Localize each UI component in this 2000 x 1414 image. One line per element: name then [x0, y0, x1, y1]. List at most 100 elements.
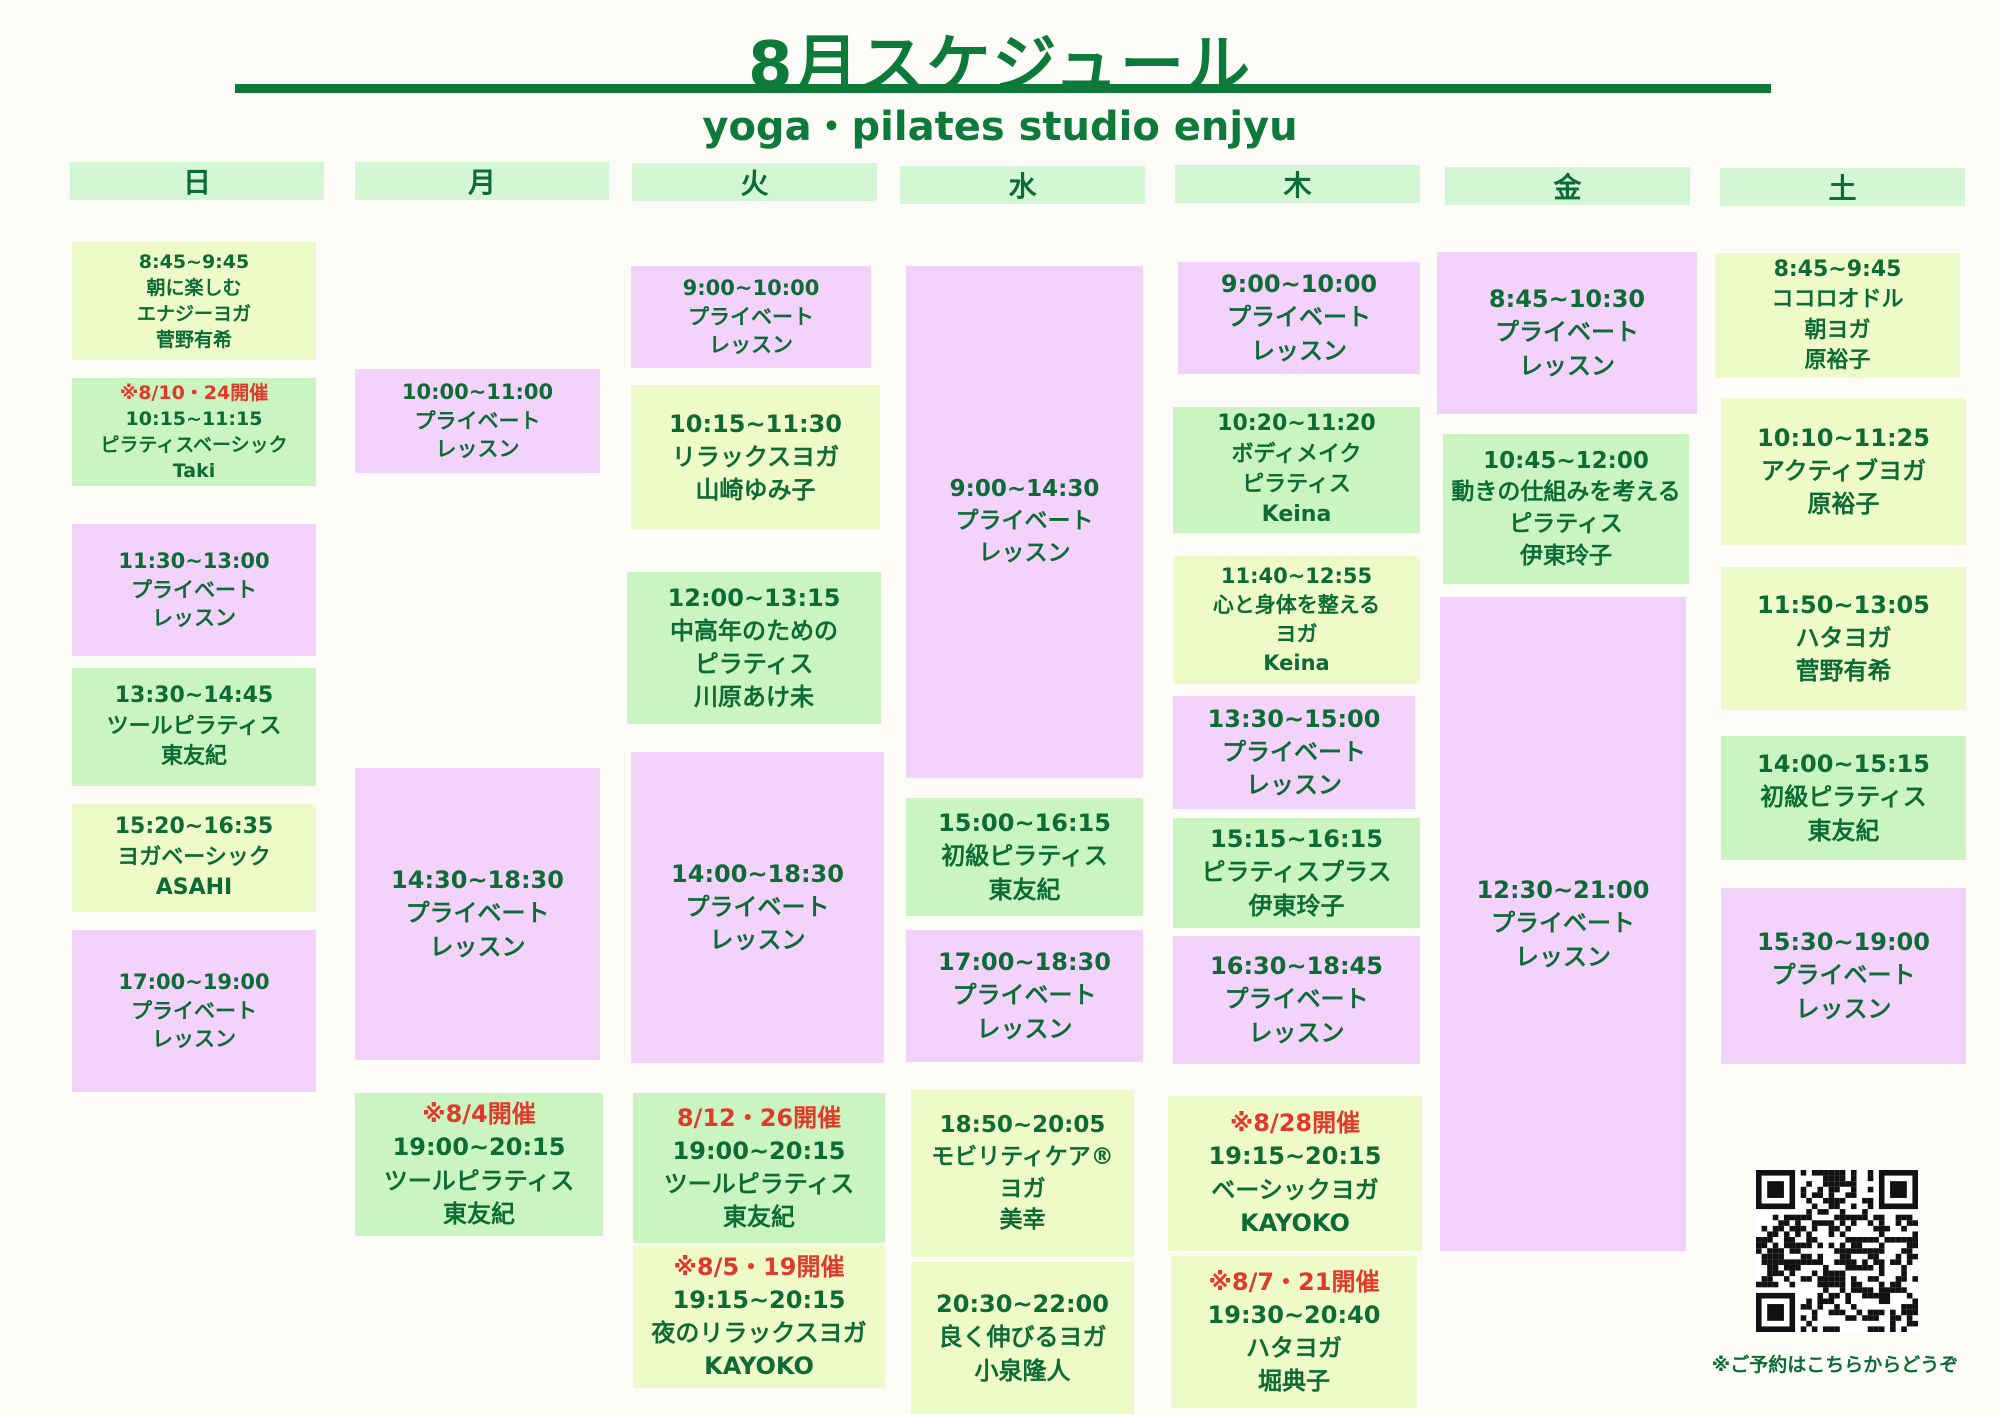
- class-time: 11:40~12:55: [1220, 564, 1373, 589]
- class-line: 夜のリラックスヨガ: [651, 1319, 867, 1347]
- class-line: 良く伸びるヨガ: [938, 1323, 1107, 1352]
- reservation-qr-code[interactable]: [1756, 1170, 1918, 1332]
- class-block-tue-0: 9:00~10:00 プライベートレッスン: [631, 266, 871, 368]
- class-time: 12:30~21:00: [1476, 876, 1650, 905]
- class-line: 東友紀: [160, 744, 227, 770]
- class-line: 初級ピラティス: [941, 842, 1108, 871]
- class-line: 菅野有希: [1795, 657, 1892, 686]
- class-block-tue-5: ※8/5・19開催 19:15~20:15 夜のリラックスヨガ KAYOKO: [633, 1246, 885, 1388]
- class-date-note: ※8/7・21開催: [1208, 1267, 1380, 1296]
- class-line: プライベート: [685, 892, 830, 921]
- class-time: 11:50~13:05: [1757, 590, 1930, 619]
- class-time: 15:20~16:35: [114, 814, 274, 840]
- reservation-caption: ※ご予約はこちらからどうぞ: [1711, 1354, 1959, 1376]
- class-line: プライベート: [688, 304, 814, 329]
- class-time: 9:00~10:00: [682, 275, 820, 300]
- class-time: 8:45~9:45: [138, 250, 250, 273]
- class-line: レッスン: [1248, 1018, 1345, 1047]
- class-line: 心と身体を整える: [1212, 593, 1381, 618]
- class-line: 伊東玲子: [1248, 891, 1345, 920]
- class-date-note: ※8/4開催: [422, 1100, 536, 1129]
- class-line: レッスン: [709, 926, 806, 955]
- class-line: レッスン: [709, 333, 793, 358]
- day-header-sat: 土: [1720, 168, 1965, 206]
- studio-name: yoga・pilates studio enjyu: [702, 104, 1298, 150]
- class-time: 10:20~11:20: [1217, 411, 1376, 437]
- class-time: 14:00~15:15: [1757, 750, 1930, 779]
- class-line: レッスン: [978, 539, 1071, 566]
- class-line: Keina: [1261, 502, 1332, 528]
- class-line: レッスン: [1515, 942, 1611, 971]
- class-block-sat-3: 14:00~15:15 初級ピラティス東友紀: [1721, 736, 1966, 860]
- class-time: 20:30~22:00: [936, 1290, 1109, 1319]
- class-time: 10:10~11:25: [1757, 423, 1930, 452]
- class-line: 原裕子: [1804, 347, 1871, 373]
- class-line: レッスン: [1246, 771, 1342, 800]
- class-line: 朝に楽しむ: [146, 276, 242, 299]
- class-line: 東友紀: [1807, 816, 1880, 845]
- class-line: 初級ピラティス: [1760, 783, 1927, 812]
- class-line: 原裕子: [1807, 490, 1880, 519]
- class-line: 美幸: [999, 1207, 1046, 1234]
- day-header-fri: 金: [1445, 167, 1690, 205]
- class-time: 14:30~18:30: [391, 866, 564, 895]
- class-time: 17:00~19:00: [118, 969, 270, 994]
- class-line: プライベート: [955, 508, 1094, 535]
- class-time: 9:00~10:00: [1220, 270, 1378, 299]
- day-header-tue: 火: [632, 163, 877, 201]
- class-time: 11:30~13:00: [118, 548, 270, 573]
- class-line: KAYOKO: [704, 1352, 814, 1381]
- class-line: 川原あけ未: [694, 683, 814, 712]
- class-time: 18:50~20:05: [939, 1112, 1106, 1139]
- class-line: ハタヨガ: [1795, 623, 1892, 652]
- class-line: プライベート: [1227, 303, 1371, 332]
- class-line: プライベート: [131, 577, 257, 602]
- class-time: 10:45~12:00: [1483, 447, 1649, 474]
- class-time: 8:45~10:30: [1488, 285, 1646, 314]
- class-line: ピラティス: [1242, 472, 1351, 497]
- class-line: レッスン: [1795, 994, 1892, 1023]
- class-line: ツールピラティス: [383, 1166, 575, 1195]
- class-line: ベーシックヨガ: [1211, 1175, 1379, 1204]
- class-line: プライベート: [1491, 909, 1635, 938]
- class-time: 14:00~18:30: [671, 859, 844, 888]
- class-block-sat-2: 11:50~13:05 ハタヨガ菅野有希: [1721, 567, 1966, 710]
- class-line: プライベート: [1222, 737, 1366, 766]
- class-line: 伊東玲子: [1520, 542, 1612, 569]
- class-line: KAYOKO: [1240, 1208, 1350, 1237]
- class-line: ASAHI: [155, 875, 233, 901]
- class-time: 10:15~11:30: [669, 409, 842, 438]
- class-line: ピラティス: [694, 650, 814, 678]
- class-line: プライベート: [131, 998, 257, 1023]
- class-date-note: 8/12・26開催: [676, 1103, 842, 1132]
- class-line: プライベート: [1771, 961, 1916, 990]
- day-header-thu: 木: [1175, 165, 1420, 203]
- day-header-mon: 月: [355, 162, 609, 200]
- class-time: 19:30~20:40: [1207, 1300, 1381, 1329]
- class-line: アクティブヨガ: [1760, 456, 1927, 485]
- class-time: 19:15~20:15: [672, 1285, 846, 1314]
- class-line: ツールピラティス: [106, 713, 282, 739]
- class-date-note: ※8/5・19開催: [673, 1252, 845, 1281]
- class-time: 10:15~11:15: [125, 407, 263, 430]
- class-block-sat-1: 10:10~11:25 アクティブヨガ原裕子: [1721, 398, 1966, 545]
- class-line: プライベート: [414, 408, 541, 433]
- class-line: 東友紀: [988, 875, 1061, 904]
- class-line: Taki: [172, 460, 216, 483]
